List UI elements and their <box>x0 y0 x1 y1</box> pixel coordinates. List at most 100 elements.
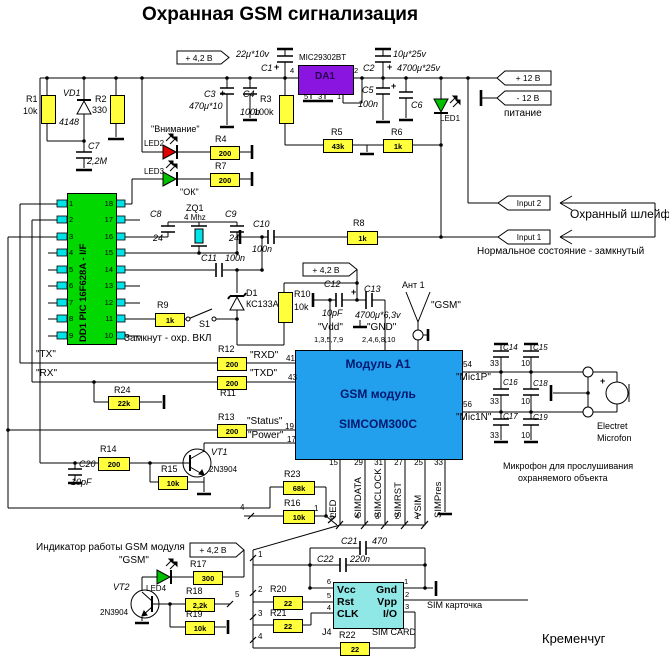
resistor-R23-label: R23 <box>284 469 301 479</box>
sim-pin6: 6 <box>326 577 331 586</box>
pic-pin-18: 18 <box>104 199 113 208</box>
flag-4v2-top-label: + 4,2 В <box>185 53 213 63</box>
electret-caption-2: Microfon <box>597 433 632 443</box>
resistor-R16: 10k <box>283 510 315 524</box>
capacitor-C22-label: C22 <box>317 554 334 564</box>
capacitor-C7-label: C7 <box>88 141 100 151</box>
module-pin-led-label: LED <box>328 499 339 518</box>
resistor-R9-label: R9 <box>157 300 169 310</box>
resistor-R5-label: R5 <box>331 127 343 137</box>
sim-vcc-label: Vcc <box>337 584 356 596</box>
capacitor-C4-label: C4 <box>243 89 255 99</box>
capacitor-C10-label: C10 <box>253 219 270 229</box>
capacitor-C4-value: 100n <box>240 107 261 117</box>
resistor-R14-label: R14 <box>100 444 117 454</box>
capacitor-C7-value: 2,2M <box>87 156 108 166</box>
resistor-R14-value: 200 <box>107 459 121 469</box>
resistor-R16-value: 10k <box>292 512 306 522</box>
resistor-R3-label: R3 <box>260 94 272 104</box>
mic-jack-icons <box>582 366 594 418</box>
capacitor-C5-value: 100n <box>358 99 379 109</box>
sim-ref-label: J4 <box>322 627 332 637</box>
sim-rst-label: Rst <box>337 596 354 608</box>
capacitor-C18-label: C18 <box>533 379 548 388</box>
capacitor-C14-label: C14 <box>503 343 518 352</box>
module-pin-simdata-label: SIMDATA <box>353 477 364 518</box>
rxd-caption: "RXD" <box>250 350 279 361</box>
bus-wire4-top: 4 <box>355 512 360 521</box>
resistor-R19-label: R19 <box>186 609 203 619</box>
resistor-R20-label: R20 <box>270 584 287 594</box>
electret-caption-1: Electret <box>597 421 628 431</box>
capacitor-C6-plus: + <box>391 81 397 91</box>
transistor-VT1-value: 2N3904 <box>209 465 238 474</box>
resistor-R7: 200 <box>210 173 240 187</box>
antenna-gsm-caption: "GSM" <box>431 300 461 311</box>
bus-left-3: 3 <box>258 609 263 618</box>
flag-minus12 <box>496 90 552 106</box>
resistor-R24-label: R24 <box>114 385 131 395</box>
electret-mic-icon <box>605 381 629 405</box>
diode-VD1 <box>76 99 92 115</box>
capacitor-C1-plus: + <box>274 62 280 72</box>
zener-D1 <box>227 292 247 311</box>
resistor-R10-value: 10k <box>294 302 309 312</box>
indicator-caption: Индикатор работы GSM модуля <box>36 542 185 553</box>
resistor-R10-label: R10 <box>294 289 311 299</box>
pic-pin-3: 3 <box>69 232 74 241</box>
led3-icon <box>162 160 178 187</box>
resistor-R15-value: 10k <box>166 478 180 488</box>
resistor-R4-label: R4 <box>215 134 227 144</box>
transistor-VT2-value: 2N3904 <box>100 608 129 617</box>
bus-wire1-top: 1 <box>415 512 420 521</box>
resistor-R12-label: R12 <box>218 344 235 354</box>
bus-wire3-top: 3 <box>375 512 380 521</box>
resistor-R8: 1k <box>347 231 378 245</box>
resistor-R24-value: 22k <box>117 398 131 408</box>
transistor-VT2 <box>130 589 160 619</box>
attention-caption: "Внимание" <box>151 124 200 134</box>
pic-pin-10: 10 <box>104 331 113 340</box>
status-caption: "Status" <box>247 416 283 427</box>
resistor-R17: 300 <box>193 571 223 585</box>
resistor-R7-label: R7 <box>215 161 227 171</box>
regulator-pin2: 2 <box>354 66 359 75</box>
pic-pin-5: 5 <box>69 265 74 274</box>
gsm-led-caption: "GSM" <box>119 555 149 566</box>
capacitor-C9-value: 24 <box>229 233 240 243</box>
capacitor-C13-label: C13 <box>364 284 381 294</box>
flag-4v2-bot <box>189 542 245 558</box>
capacitor-C6-plus-top: + <box>387 62 393 72</box>
resistor-R17-value: 300 <box>201 573 215 583</box>
capacitor-C5-label: C5 <box>362 85 374 95</box>
pic-pin-11: 11 <box>105 314 113 323</box>
capacitor-C17-label: C17 <box>503 412 518 421</box>
diode-VD1-label: VD1 <box>63 88 81 98</box>
pic-mcu-box <box>67 193 117 345</box>
resistor-R22-value: 22 <box>350 644 360 654</box>
transistor-VT2-label: VT2 <box>113 582 130 592</box>
flag-input1-label: Input 1 <box>516 233 542 242</box>
flag-input2-label: Input 2 <box>516 199 542 208</box>
resistor-R22: 22 <box>340 642 370 656</box>
diode-VD1-value: 4148 <box>59 117 80 127</box>
regulator-pin3: 3 <box>318 92 323 101</box>
regulator-part-label: MIC29302BT <box>299 53 347 62</box>
module-vdd-label: "Vdd" <box>318 322 343 333</box>
sim-card-box <box>333 582 404 629</box>
flag-plus12-label: + 12 В <box>515 73 541 83</box>
capacitor-C15-label: C15 <box>533 343 548 352</box>
resistor-R11: 200 <box>217 376 247 390</box>
sim-pin2: 2 <box>405 590 410 599</box>
resistor-R9-value: 1k <box>165 315 175 325</box>
capacitor-C20-value: 10pF <box>71 477 92 487</box>
sim-vpp-label: Vpp <box>377 596 397 608</box>
pic-pin-13: 13 <box>104 281 113 290</box>
flag-4v2-mid <box>302 262 358 277</box>
resistor-R12-value: 200 <box>225 359 239 369</box>
module-pin54: 54 <box>463 360 472 369</box>
module-pin33: 33 <box>434 458 443 467</box>
mic-note-1: Микрофон для прослушивания <box>503 461 634 471</box>
resistor-R8-value: 1k <box>358 233 367 243</box>
